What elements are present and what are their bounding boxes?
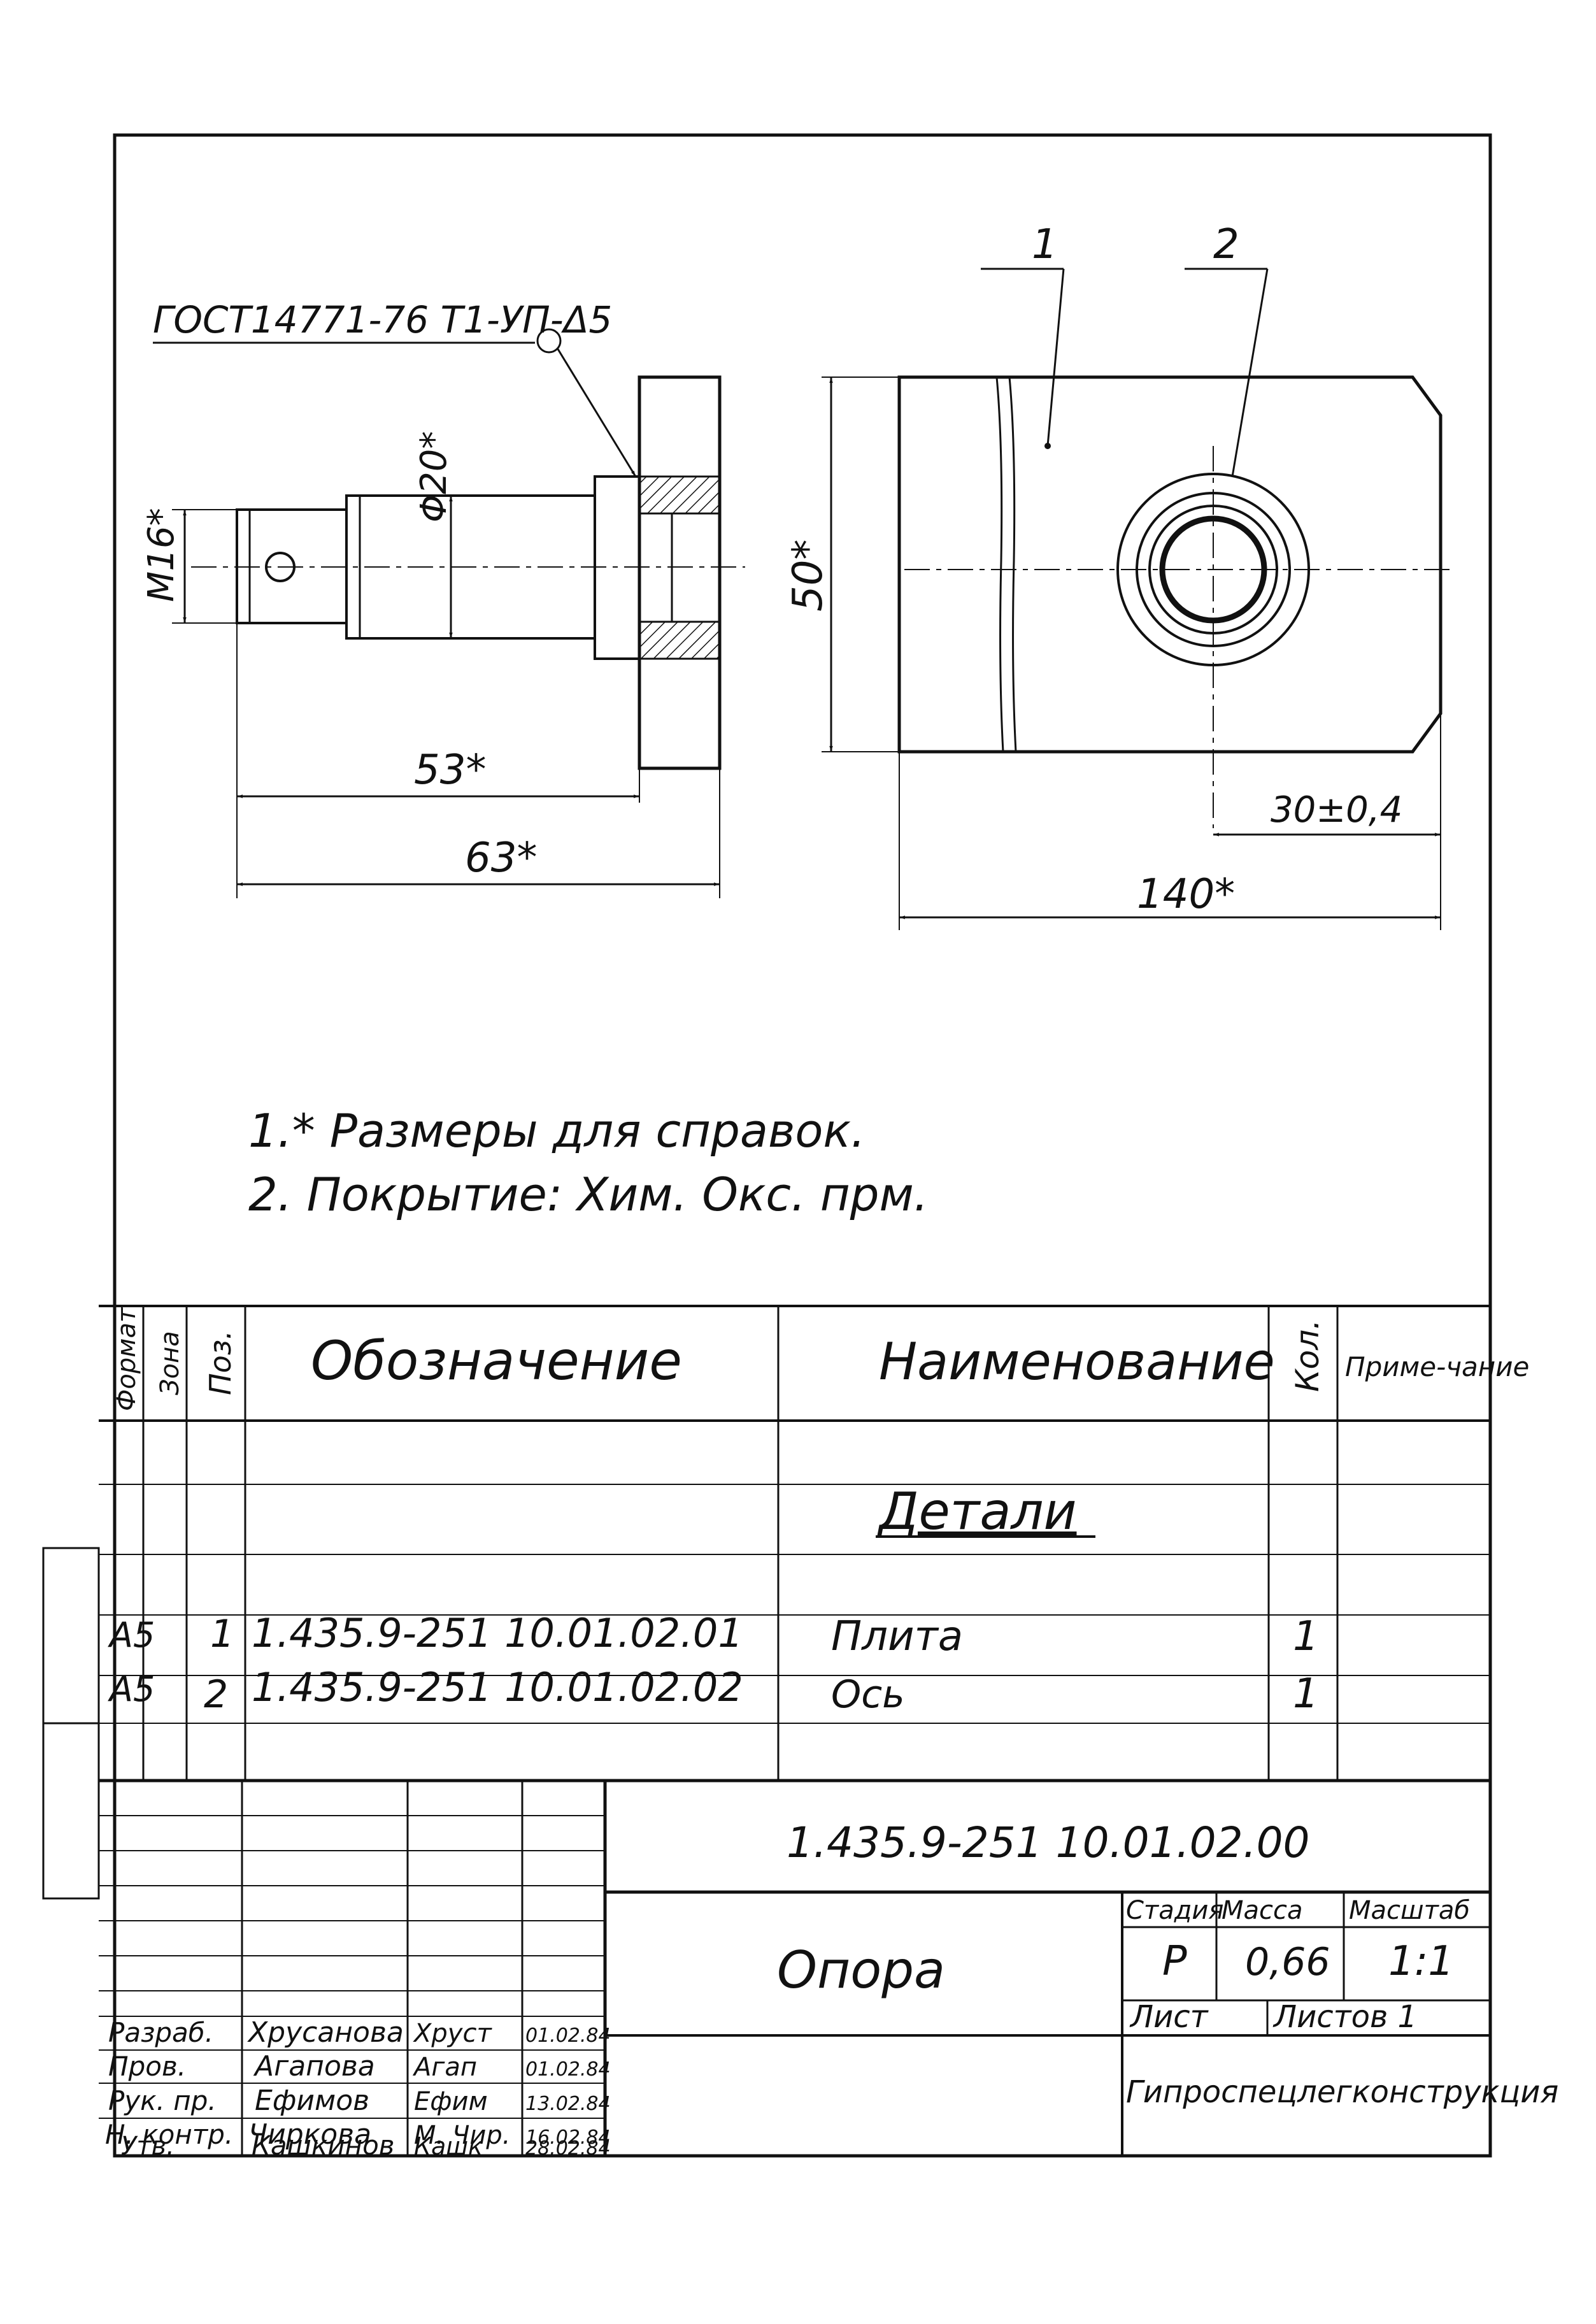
spec-table-grid [42, 1305, 1490, 1900]
row2-pos: 2 [204, 1672, 228, 1717]
signature-row: Разраб. Хрусанова Хруст 01.02.84 [108, 2016, 611, 2049]
row2-qty: 1 [1293, 1670, 1319, 1718]
row1-qty: 1 [1293, 1613, 1319, 1660]
header-format: Формат [112, 1307, 141, 1411]
plate-dimensions [822, 377, 1441, 930]
sig-sign: М. Чир. [414, 2121, 510, 2150]
signature-row: Утв. Кашкинов Кашк 28.02.84 [121, 2130, 611, 2161]
sig-role: Утв. [121, 2132, 175, 2161]
row2-name: Ось [831, 1672, 905, 1717]
row2-format: А5 [108, 1669, 155, 1709]
dim-140: 140* [1137, 871, 1235, 918]
row1-format: А5 [108, 1615, 155, 1655]
sig-name: Кашкинов [252, 2130, 395, 2161]
organization: Гипроспецлегконструкция [1126, 2074, 1558, 2110]
spec-row: А5 2 1.435.9-251 10.01.02.02 Ось 1 [108, 1664, 1319, 1718]
sig-name: Ефимов [255, 2084, 369, 2117]
pin-hole [265, 552, 296, 582]
drawing-title: Опора [777, 1940, 945, 2000]
sig-date: 16.02.84 [525, 2127, 611, 2149]
sig-sign: Агап [412, 2053, 477, 2082]
sig-date: 01.02.84 [525, 2058, 611, 2081]
sig-sign: Ефим [414, 2087, 488, 2116]
note-1: 1.* Размеры для справок. [248, 1104, 866, 1158]
header-designation: Обозначение [311, 1330, 682, 1392]
header-name: Наименование [879, 1332, 1275, 1391]
leader-label-2: 2 [1213, 221, 1239, 268]
sig-role: Н. контр. [105, 2119, 233, 2150]
sig-role: Разраб. [108, 2017, 213, 2048]
sig-date: 01.02.84 [525, 2025, 611, 2047]
scale-label: Масштаб [1349, 1896, 1470, 1925]
row1-pos: 1 [210, 1612, 234, 1656]
header-qty: Кол. [1289, 1319, 1326, 1392]
stage-label: Стадия [1126, 1896, 1223, 1925]
title-block-grid [99, 1781, 1490, 2156]
spec-row: А5 1 1.435.9-251 10.01.02.01 Плита 1 [108, 1610, 1319, 1660]
header-zone: Зона [155, 1331, 185, 1395]
row1-designation: 1.435.9-251 10.01.02.01 [252, 1610, 743, 1656]
sheet-label: Лист [1129, 1999, 1209, 2035]
sig-sign: Кашк [414, 2132, 483, 2160]
dim-thread: M16* [141, 508, 182, 602]
weld-callout-text: ГОСТ14771-76 Т1-УП-Δ5 [153, 298, 612, 341]
sheets-label: Листов 1 [1272, 1999, 1417, 2035]
dim-50: 50* [785, 540, 832, 612]
sheet-frame [113, 133, 1492, 2158]
section-title: Детали [877, 1482, 1076, 1541]
sig-name: Чиркова [248, 2118, 371, 2151]
sig-name: Хрусанова [247, 2016, 404, 2049]
stage-value: Р [1162, 1938, 1187, 1985]
sig-role: Пров. [108, 2051, 186, 2082]
mass-value: 0,66 [1245, 1940, 1330, 1984]
scale-value: 1:1 [1388, 1938, 1454, 1985]
sig-date: 28.02.84 [525, 2137, 611, 2160]
axle-side-view [153, 328, 745, 770]
header-note: Приме-чание [1345, 1351, 1529, 1382]
sig-date: 13.02.84 [525, 2093, 611, 2115]
mass-label: Масса [1222, 1896, 1303, 1925]
sig-sign: Хруст [413, 2019, 492, 2048]
dim-63: 63* [465, 835, 537, 882]
axle-dimensions [172, 496, 720, 898]
sig-name: Агапова [253, 2050, 375, 2083]
doc-number: 1.435.9-251 10.01.02.00 [787, 1818, 1310, 1867]
note-2: 2. Покрытие: Хим. Окс. прм. [248, 1168, 929, 1221]
dim-30: 30±0,4 [1271, 789, 1402, 831]
sig-role: Рук. пр. [108, 2085, 217, 2116]
signature-row: Н. контр. Чиркова М. Чир. 16.02.84 [105, 2118, 611, 2151]
dim-diameter: Φ20* [413, 431, 455, 522]
signature-row: Пров. Агапова Агап 01.02.84 [108, 2050, 611, 2083]
dim-53: 53* [414, 747, 486, 794]
row1-name: Плита [831, 1613, 963, 1660]
row2-designation: 1.435.9-251 10.01.02.02 [252, 1664, 743, 1711]
signature-row: Рук. пр. Ефимов Ефим 13.02.84 [108, 2084, 611, 2117]
leader-label-1: 1 [1032, 221, 1058, 268]
plate-front-view [897, 268, 1452, 828]
header-pos: Поз. [203, 1330, 238, 1395]
